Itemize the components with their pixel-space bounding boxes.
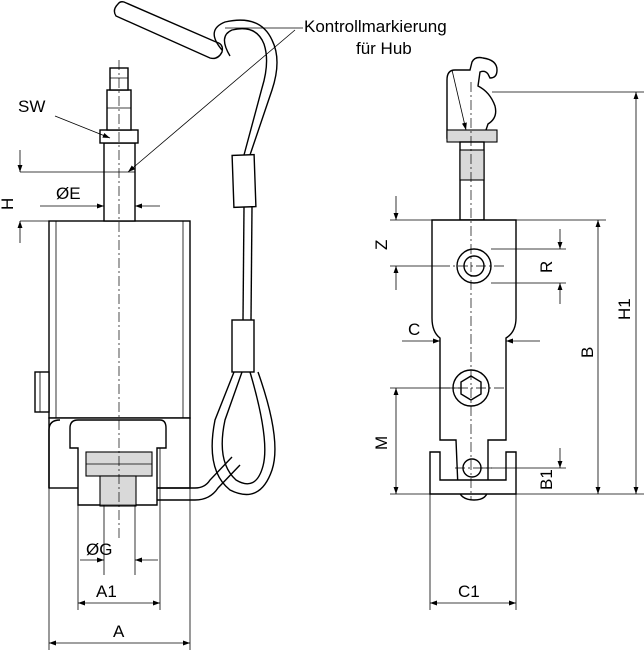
front-view xyxy=(429,56,517,501)
label-b: B xyxy=(578,347,597,358)
label-m: M xyxy=(372,436,391,450)
label-b1: B1 xyxy=(537,469,556,490)
housing-body xyxy=(48,220,191,419)
label-c: C xyxy=(408,320,420,339)
label-h1: H1 xyxy=(615,298,634,320)
label-r: R xyxy=(537,261,556,273)
label-phi-e: ØE xyxy=(56,184,81,203)
label-c1: C1 xyxy=(458,582,480,601)
label-phi-g: ØG xyxy=(86,540,112,559)
wire-sleeve xyxy=(231,153,257,209)
wire-loop-top xyxy=(213,19,278,156)
piston-rod xyxy=(103,142,136,222)
top-hook xyxy=(446,56,498,139)
side-view xyxy=(34,1,278,540)
label-sw: SW xyxy=(18,97,45,116)
lever-handle xyxy=(113,1,224,60)
annotation-line2: für Hub xyxy=(356,39,412,58)
labels: Kontrollmarkierung für Hub SW H ØE ØG A1… xyxy=(0,17,634,641)
label-a: A xyxy=(113,622,125,641)
wire-sleeve-2 xyxy=(231,319,255,373)
label-h: H xyxy=(0,198,17,210)
label-z: Z xyxy=(372,240,391,250)
dimensions xyxy=(17,27,644,650)
mounting-plate xyxy=(431,219,517,501)
annotation-line1: Kontrollmarkierung xyxy=(304,17,447,36)
side-port xyxy=(34,371,50,413)
label-a1: A1 xyxy=(96,582,117,601)
